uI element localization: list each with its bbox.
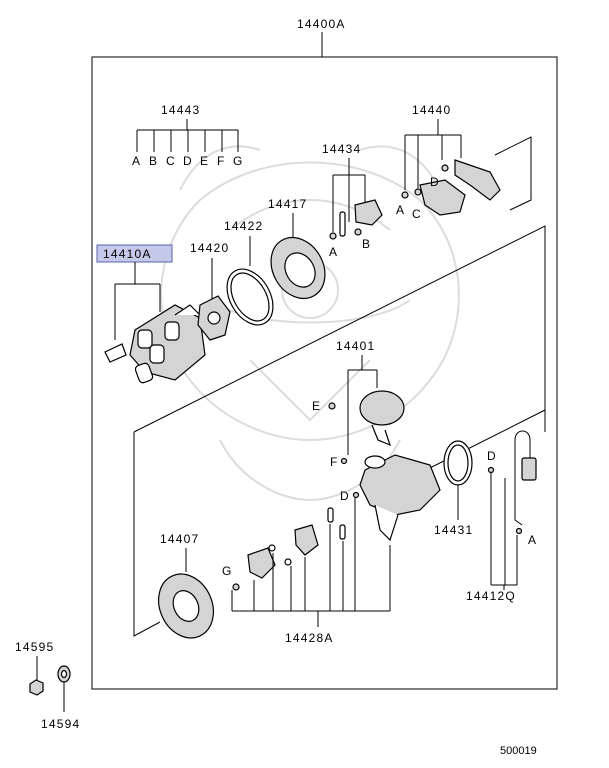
- vacuum-letter-f[interactable]: F: [330, 455, 339, 469]
- harness-letter-a[interactable]: A: [528, 533, 537, 547]
- housing-letter-d[interactable]: D: [430, 175, 440, 189]
- label-14440[interactable]: 14440: [412, 103, 451, 117]
- cap-letter-f[interactable]: F: [217, 154, 226, 168]
- label-14400A[interactable]: 14400A: [297, 17, 346, 31]
- bracket-letter-a[interactable]: A: [329, 245, 338, 259]
- subframe-tr: [494, 136, 532, 211]
- wire-harness[interactable]: [514, 430, 537, 526]
- subframe-right: [409, 409, 546, 479]
- rotor[interactable]: [197, 295, 231, 341]
- label-14407[interactable]: 14407: [160, 532, 199, 546]
- bracket-parts[interactable]: [329, 199, 383, 240]
- subframe-top: [133, 225, 546, 433]
- cap-letter-e[interactable]: E: [200, 154, 209, 168]
- housing-letter-a[interactable]: A: [396, 203, 405, 217]
- label-14428A[interactable]: 14428A: [285, 631, 334, 645]
- drive-gear[interactable]: [148, 565, 223, 647]
- label-14434[interactable]: 14434: [322, 142, 361, 156]
- distributor-cap[interactable]: [104, 304, 206, 384]
- cap-letter-c[interactable]: C: [166, 154, 176, 168]
- housing-letter-c[interactable]: C: [412, 207, 422, 221]
- label-14431[interactable]: 14431: [434, 523, 473, 537]
- nut[interactable]: [29, 679, 44, 696]
- bracket-letter-b[interactable]: B: [362, 237, 371, 251]
- label-14417[interactable]: 14417: [268, 197, 307, 211]
- label-14422[interactable]: 14422: [224, 219, 263, 233]
- shaft-letter-d[interactable]: D: [340, 489, 350, 503]
- cap-set-ticks: [136, 130, 239, 152]
- pin-parts[interactable]: [247, 507, 346, 579]
- cap-letter-g[interactable]: G: [233, 154, 244, 168]
- diagram-code: 500019: [500, 745, 537, 757]
- housing-parts[interactable]: [401, 159, 501, 216]
- assembly-frame: [91, 56, 558, 690]
- cap-letter-a[interactable]: A: [132, 154, 141, 168]
- label-14595[interactable]: 14595: [15, 640, 54, 654]
- cap-letter-b[interactable]: B: [149, 154, 158, 168]
- gear-letter-g[interactable]: G: [222, 564, 233, 578]
- label-14443[interactable]: 14443: [161, 103, 200, 117]
- subframe-left: [133, 432, 161, 637]
- cover[interactable]: [260, 228, 335, 308]
- label-14401[interactable]: 14401: [336, 339, 375, 353]
- vacuum-letter-e[interactable]: E: [312, 399, 321, 413]
- label-14412Q[interactable]: 14412Q: [466, 589, 516, 603]
- label-14594[interactable]: 14594: [41, 717, 80, 731]
- label-14420[interactable]: 14420: [190, 241, 229, 255]
- label-14410A[interactable]: 14410A: [103, 247, 152, 261]
- vacuum-unit[interactable]: [359, 390, 405, 447]
- cap-letter-d[interactable]: D: [183, 154, 193, 168]
- distributor-housing[interactable]: [359, 454, 441, 542]
- harness-letter-d[interactable]: D: [487, 449, 497, 463]
